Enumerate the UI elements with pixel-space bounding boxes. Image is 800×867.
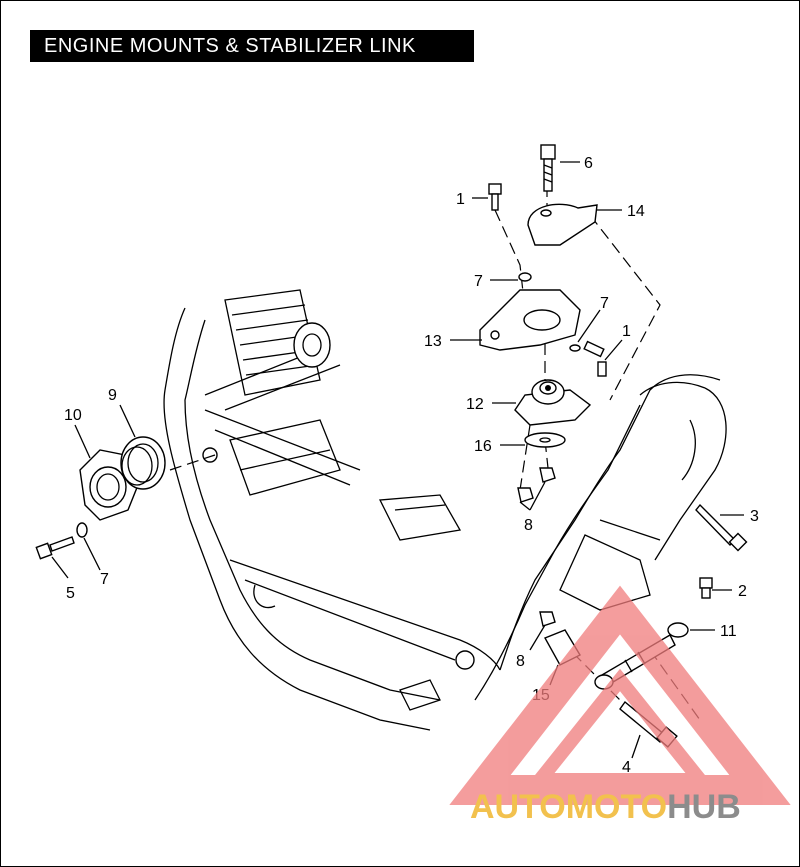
watermark-auto: AUTO (470, 788, 566, 826)
callout-3: 3 (750, 508, 759, 525)
leader-lines (169, 185, 701, 721)
watermark-hub: HUB (667, 788, 741, 826)
callout-2: 2 (738, 583, 747, 600)
callout-numbers: 1 6 14 7 7 13 1 12 16 8 9 10 5 7 3 2 11 … (64, 155, 759, 776)
watermark-text: AUTOMOTOHUB (470, 788, 741, 826)
part-7-washer-left (76, 522, 88, 538)
callout-7-left: 7 (100, 571, 109, 588)
callout-1-top: 1 (456, 191, 465, 208)
part-6-bolt (540, 144, 556, 192)
part-3-bolt (695, 503, 748, 552)
callout-5: 5 (66, 585, 75, 602)
part-9-bushing (120, 436, 166, 490)
motorcycle-frame (163, 289, 727, 731)
part-7-washer-top (518, 272, 532, 282)
diagram-title: ENGINE MOUNTS & STABILIZER LINK (30, 30, 474, 62)
callout-14: 14 (627, 203, 645, 220)
callout-7-right: 7 (600, 295, 609, 312)
callout-9: 9 (108, 387, 117, 404)
part-8-nut-b (517, 487, 534, 503)
callout-12: 12 (466, 396, 484, 413)
part-5-bolt (35, 536, 75, 560)
part-8-nut-c (539, 611, 556, 627)
part-13-plate (479, 289, 581, 351)
watermark-moto: MOTO (566, 788, 667, 826)
part-8-nut-a (539, 467, 556, 483)
part-7-washer-right (569, 344, 581, 352)
part-16-washer (524, 432, 566, 448)
part-1-bolt-top (488, 183, 502, 211)
svg-text:AUTOMOTOHUB: AUTOMOTOHUB (470, 788, 741, 826)
part-14-bracket (527, 203, 598, 246)
part-12-engine-mount (514, 379, 592, 426)
callout-8-center: 8 (524, 517, 533, 534)
callout-4: 4 (622, 759, 631, 776)
triangle-logo-icon (449, 585, 791, 805)
callout-1-right: 1 (622, 323, 631, 340)
callout-leaders (51, 161, 744, 759)
part-2-bolt (699, 577, 713, 599)
callout-13: 13 (424, 333, 442, 350)
callout-8-lower: 8 (516, 653, 525, 670)
callout-6: 6 (584, 155, 593, 172)
part-1-bolt-right (583, 340, 607, 377)
callout-16: 16 (474, 438, 492, 455)
callout-7-top: 7 (474, 273, 483, 290)
callout-10: 10 (64, 407, 82, 424)
callout-11: 11 (720, 623, 737, 640)
